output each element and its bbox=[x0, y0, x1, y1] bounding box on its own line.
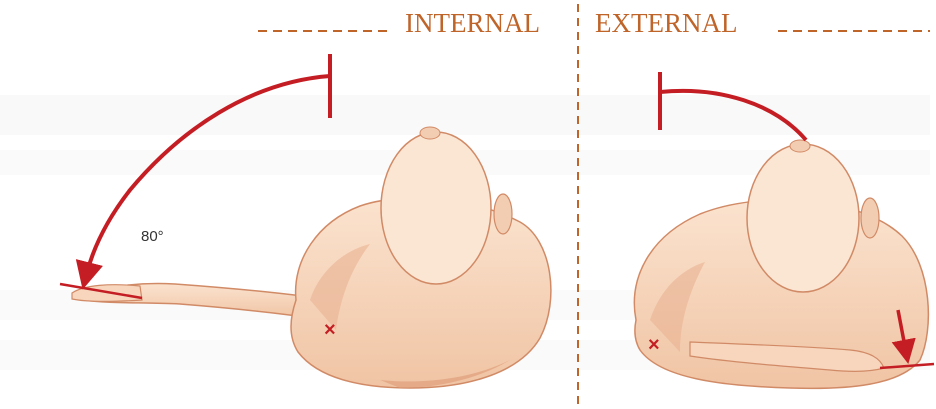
angle-label: 80° bbox=[141, 228, 164, 245]
left-ear bbox=[494, 194, 512, 234]
right-head bbox=[747, 144, 859, 292]
right-ear bbox=[861, 198, 879, 238]
left-cross-marker: × bbox=[324, 319, 336, 341]
right-cross-marker: × bbox=[648, 334, 660, 356]
left-nose bbox=[420, 127, 440, 139]
left-head bbox=[381, 132, 491, 284]
internal-heading: INTERNAL bbox=[405, 6, 540, 40]
right-nose bbox=[790, 140, 810, 152]
external-heading: EXTERNAL bbox=[595, 6, 737, 40]
